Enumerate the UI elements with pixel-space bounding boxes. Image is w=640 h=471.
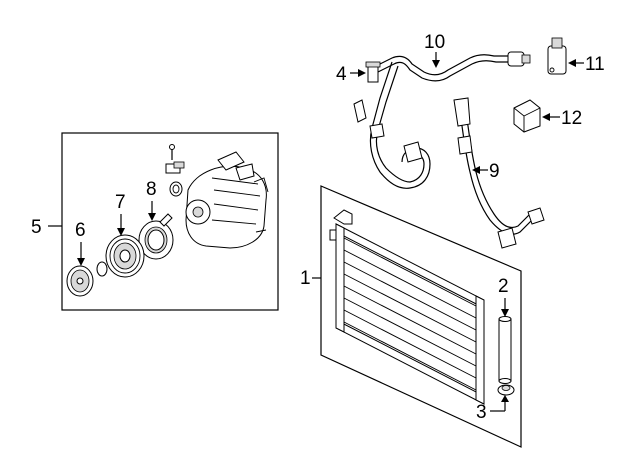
condenser-group: 1 2 3 — [300, 185, 522, 448]
callout-11: 11 — [585, 54, 605, 75]
arrow-12 — [542, 113, 550, 121]
relay[interactable] — [513, 99, 541, 133]
switch-connector[interactable] — [165, 161, 185, 174]
clutch-hub[interactable] — [66, 261, 108, 297]
arrow-2 — [501, 309, 509, 317]
liquid-line[interactable] — [453, 97, 545, 249]
condenser-panel — [320, 185, 522, 448]
callout-8: 8 — [146, 179, 157, 200]
arrow-8 — [148, 213, 156, 221]
compressor[interactable] — [185, 151, 269, 249]
arrow-9 — [472, 166, 480, 174]
clutch-coil[interactable] — [138, 213, 174, 260]
pressure-switch[interactable] — [365, 61, 381, 83]
arrow-3 — [501, 395, 509, 402]
callout-10: 10 — [424, 32, 445, 53]
arrow-4 — [358, 69, 366, 77]
hose-group: 4 10 11 12 9 — [336, 32, 605, 249]
callout-1: 1 — [300, 268, 311, 289]
sensor-bolt[interactable] — [169, 144, 175, 161]
compressor-assembly-group: 5 6 7 8 — [31, 132, 279, 311]
hose-assembly[interactable] — [353, 51, 531, 189]
callout-7: 7 — [115, 192, 126, 213]
callout-5: 5 — [31, 217, 42, 238]
o-ring[interactable] — [169, 181, 183, 197]
receiver-drier[interactable] — [498, 316, 512, 384]
callout-2: 2 — [498, 276, 509, 297]
callout-12: 12 — [561, 108, 582, 129]
drier-plug[interactable] — [497, 384, 515, 396]
callout-6: 6 — [75, 220, 86, 241]
arrow-11 — [568, 59, 576, 67]
arrow-7 — [117, 228, 125, 236]
callout-9: 9 — [489, 161, 500, 182]
clutch-pulley[interactable] — [105, 234, 145, 278]
arrow-10 — [432, 60, 440, 68]
pressure-sensor[interactable] — [547, 37, 567, 75]
condenser[interactable] — [329, 209, 485, 405]
callout-3: 3 — [476, 402, 487, 423]
arrow-6 — [77, 258, 85, 266]
callout-4: 4 — [336, 64, 347, 85]
